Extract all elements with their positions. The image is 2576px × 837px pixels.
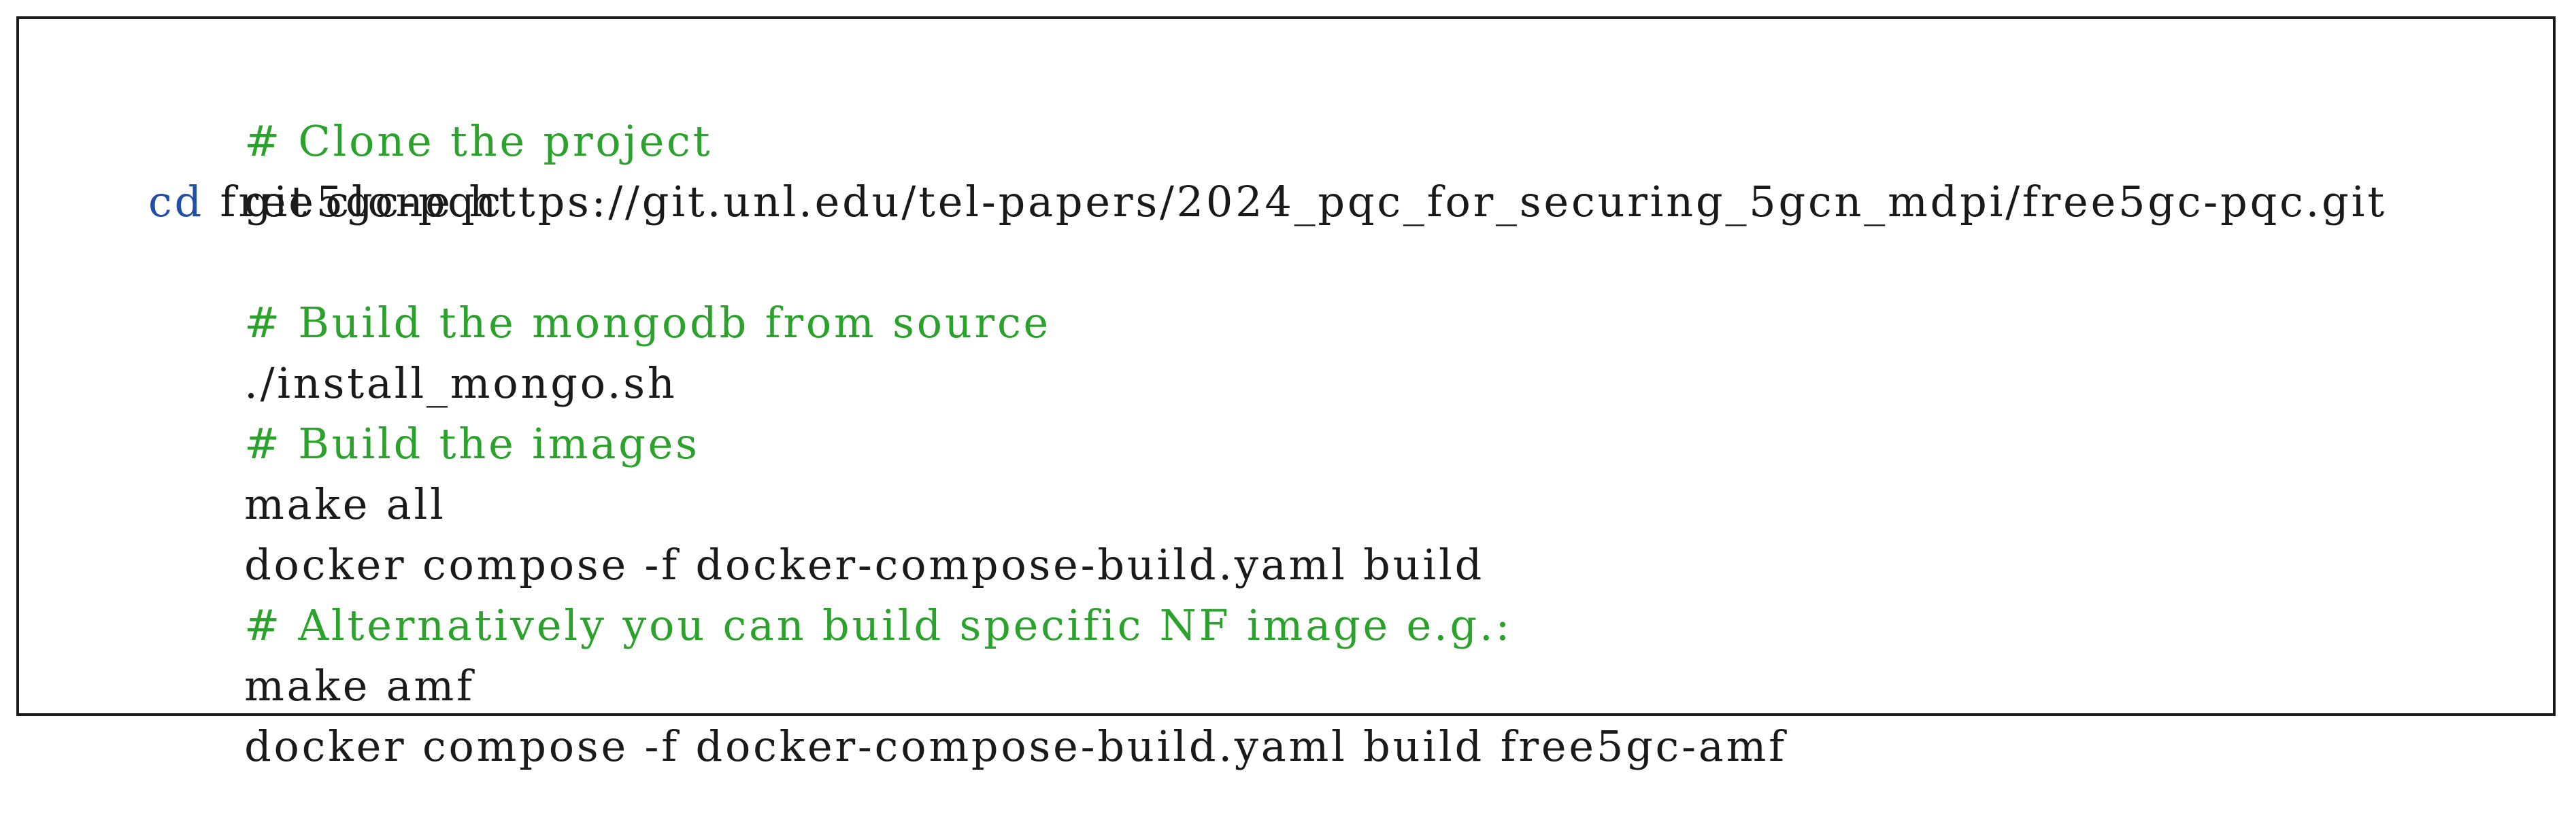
code-line-make-amf: make amf (148, 595, 2387, 711)
code-line-comment-alternative: # Alternatively you can build specific N… (148, 534, 2387, 650)
comment-text: # Clone the project (244, 116, 713, 166)
command-text: git clone https://git.unl.edu/tel-papers… (244, 177, 2387, 226)
comment-text: # Alternatively you can build specific N… (244, 600, 1513, 650)
code-lines: # Clone the project git clone https://gi… (148, 50, 2387, 771)
code-line-git-clone: git clone https://git.unl.edu/tel-papers… (148, 111, 2387, 226)
command-text: make all (244, 479, 446, 529)
code-listing-frame: # Clone the project git clone https://gi… (16, 16, 2556, 771)
code-line-install-mongo: ./install_mongo.sh (148, 292, 2387, 408)
code-line-cd: cd free5gc-pqc (148, 171, 2387, 232)
comment-text: # Build the images (244, 419, 700, 468)
command-text: docker compose -f docker-compose-build.y… (244, 721, 1787, 771)
code-line-docker-build-amf: docker compose -f docker-compose-build.y… (148, 655, 2387, 771)
command-text: make amf (244, 661, 475, 711)
comment-text: # Build the mongodb from source (244, 298, 1051, 347)
code-line-make-all: make all (148, 413, 2387, 529)
keyword-cd: cd (148, 177, 205, 226)
code-line-comment-clone: # Clone the project (148, 50, 2387, 166)
command-text: ./install_mongo.sh (244, 358, 678, 408)
code-line-docker-build: docker compose -f docker-compose-build.y… (148, 474, 2387, 590)
command-text: docker compose -f docker-compose-build.y… (244, 540, 1485, 590)
code-line-comment-images: # Build the images (148, 353, 2387, 468)
command-text: free5gc-pqc (204, 177, 504, 226)
code-line-comment-mongodb: # Build the mongodb from source (148, 232, 2387, 347)
